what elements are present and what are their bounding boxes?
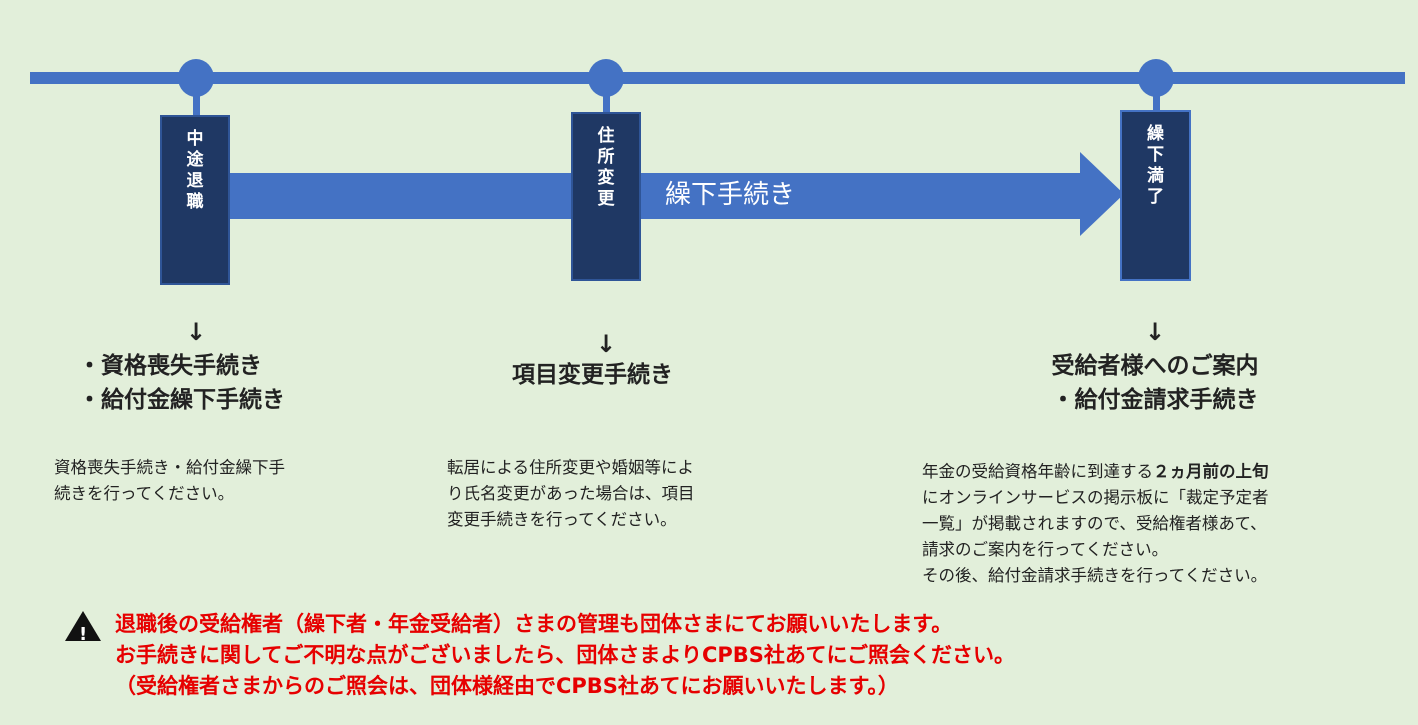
text-bold: ２ヵ月前の上旬 bbox=[1153, 462, 1269, 481]
description-deferral-end: 年金の受給資格年齢に到達する２ヵ月前の上旬 にオンラインサービスの掲示板に「裁定… bbox=[922, 459, 1269, 589]
milestone-label: 繰下満了 bbox=[1147, 124, 1164, 207]
timeline-line bbox=[30, 72, 1405, 84]
description-address-change: 転居による住所変更や婚姻等によ り氏名変更があった場合は、項目 変更手続きを行っ… bbox=[447, 455, 695, 533]
warning-line: （受給権者さまからのご照会は、団体様経由でCPBS社あてにお願いいたします。） bbox=[115, 674, 899, 698]
warning-line: お手続きに関してご不明な点がございましたら、団体さまよりCPBS社あてにご照会く… bbox=[115, 643, 1016, 667]
heading-deferral-end: 受給者様へのご案内 ・給付金請求手続き bbox=[1000, 349, 1310, 417]
milestone-label: 住所変更 bbox=[597, 126, 615, 209]
text-line: 資格喪失手続き・給付金繰下手 bbox=[54, 458, 285, 477]
milestone-box-deferral-end: 繰下満了 bbox=[1120, 110, 1191, 281]
text-line: 変更手続きを行ってください。 bbox=[447, 510, 677, 529]
text-line: 一覧」が掲載されますので、受給権者様あて、 bbox=[922, 514, 1267, 533]
process-arrow-head bbox=[1080, 152, 1124, 236]
warning-icon: ! bbox=[65, 611, 101, 645]
heading-line: 受給者様へのご案内 bbox=[1051, 353, 1259, 379]
milestone-box-address-change: 住所変更 bbox=[571, 112, 641, 281]
down-arrow: ↓ bbox=[1144, 318, 1166, 346]
milestone-label: 中途退職 bbox=[186, 129, 204, 212]
warning-notice: ! 退職後の受給権者（繰下者・年金受給者）さまの管理も団体さまにてお願いいたしま… bbox=[65, 609, 1015, 702]
heading-retirement: ・資格喪失手続き ・給付金繰下手続き bbox=[78, 349, 285, 417]
milestone-box-retirement: 中途退職 bbox=[160, 115, 230, 285]
text-line: その後、給付金請求手続きを行ってください。 bbox=[922, 566, 1268, 585]
description-retirement: 資格喪失手続き・給付金繰下手 続きを行ってください。 bbox=[54, 455, 285, 507]
down-arrow: ↓ bbox=[595, 330, 617, 358]
heading-line: ・給付金繰下手続き bbox=[78, 387, 285, 413]
text-plain: 年金の受給資格年齢に到達する bbox=[922, 462, 1153, 481]
heading-address-change: 項目変更手続き bbox=[512, 358, 673, 392]
heading-line: ・資格喪失手続き bbox=[78, 353, 262, 379]
text-line: り氏名変更があった場合は、項目 bbox=[447, 484, 695, 503]
down-arrow: ↓ bbox=[185, 318, 207, 346]
process-arrow-shaft bbox=[229, 173, 1084, 219]
connector bbox=[603, 90, 610, 113]
warning-line: 退職後の受給権者（繰下者・年金受給者）さまの管理も団体さまにてお願いいたします。 bbox=[115, 612, 953, 636]
text-line: 転居による住所変更や婚姻等によ bbox=[447, 458, 695, 477]
connector bbox=[1153, 90, 1160, 111]
heading-line: ・給付金請求手続き bbox=[1051, 387, 1259, 413]
connector bbox=[193, 90, 200, 116]
text-line: 年金の受給資格年齢に到達する２ヵ月前の上旬 bbox=[922, 459, 1269, 485]
text-line: 続きを行ってください。 bbox=[54, 484, 235, 503]
text-line: 請求のご案内を行ってください。 bbox=[922, 540, 1169, 559]
heading-line: 項目変更手続き bbox=[512, 362, 673, 388]
text-line: にオンラインサービスの掲示板に「裁定予定者 bbox=[922, 488, 1269, 507]
process-arrow-label: 繰下手続き bbox=[665, 180, 796, 210]
